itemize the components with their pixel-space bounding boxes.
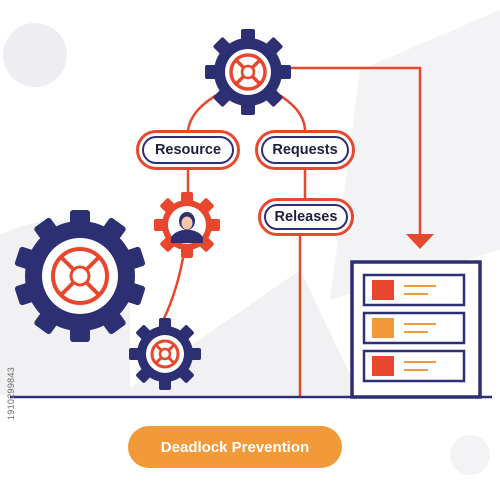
title-banner: Deadlock Prevention [128, 426, 342, 468]
person-avatar-icon [171, 212, 203, 243]
releases-label-text: Releases [264, 204, 348, 230]
top-gear-icon [205, 29, 291, 115]
stock-id: 1910299843 [6, 366, 16, 420]
list-row [362, 273, 466, 307]
requests-label: Requests [255, 130, 355, 170]
resource-label-text: Resource [142, 136, 234, 164]
big-gear-icon [14, 210, 146, 342]
server-list-icon [350, 260, 482, 399]
list-row [362, 311, 466, 345]
small-gear-icon [129, 318, 201, 390]
resource-label: Resource [136, 130, 240, 170]
line-topgear-server [290, 66, 422, 236]
requests-label-text: Requests [261, 136, 349, 164]
arrow-down-icon [406, 234, 434, 249]
list-row [362, 349, 466, 383]
releases-label: Releases [258, 198, 354, 236]
person-gear-icon [154, 192, 220, 258]
